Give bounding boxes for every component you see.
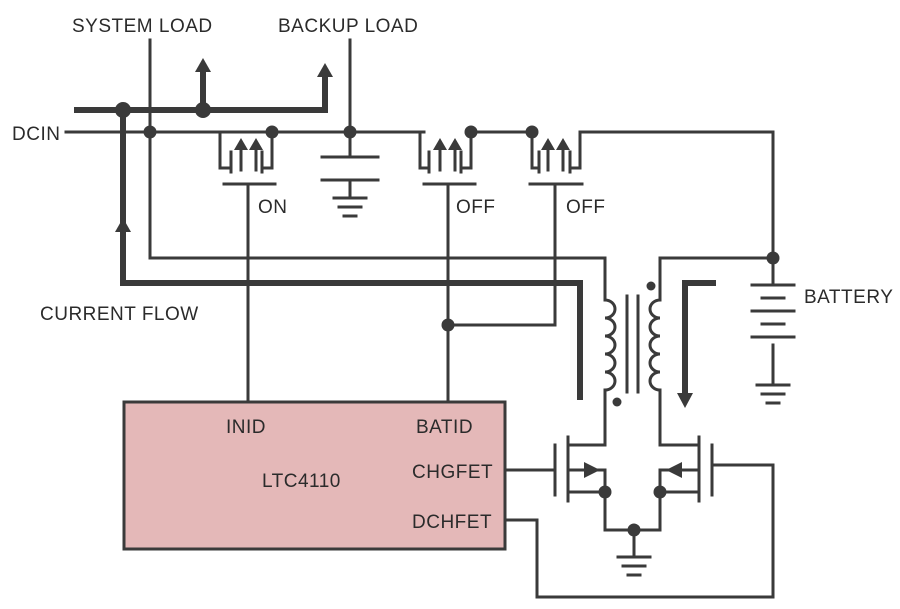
dcin-thick-bus — [74, 58, 333, 118]
current-flow-label: CURRENT FLOW — [40, 304, 199, 325]
chip-name-label: LTC4110 — [262, 471, 341, 492]
pin-chgfet-label: CHGFET — [412, 462, 493, 483]
ltc4110-chip — [122, 400, 507, 551]
system-load-label: SYSTEM LOAD — [72, 16, 213, 37]
current-flow-path — [115, 110, 583, 400]
pin-dchfet-label: DCHFET — [412, 512, 492, 533]
pin-inid-label: INID — [226, 417, 266, 438]
mosfet-on — [218, 125, 279, 402]
mosfet-off-1 — [418, 125, 557, 402]
switch-off-label-2: OFF — [566, 197, 606, 218]
battery-symbol — [658, 251, 796, 405]
discharge-mosfet — [503, 435, 775, 599]
transformer — [570, 256, 716, 447]
switch-off-label-1: OFF — [456, 197, 496, 218]
dcin-label: DCIN — [12, 124, 60, 145]
backup-load-label: BACKUP LOAD — [278, 16, 418, 37]
pin-batid-label: BATID — [416, 417, 473, 438]
battery-label: BATTERY — [804, 287, 893, 308]
charge-mosfet — [503, 435, 662, 532]
backup-load-capacitor — [270, 38, 426, 218]
dcin-line — [64, 38, 607, 302]
switch-on-label: ON — [258, 197, 288, 218]
mosfet-off-2 — [469, 125, 775, 260]
